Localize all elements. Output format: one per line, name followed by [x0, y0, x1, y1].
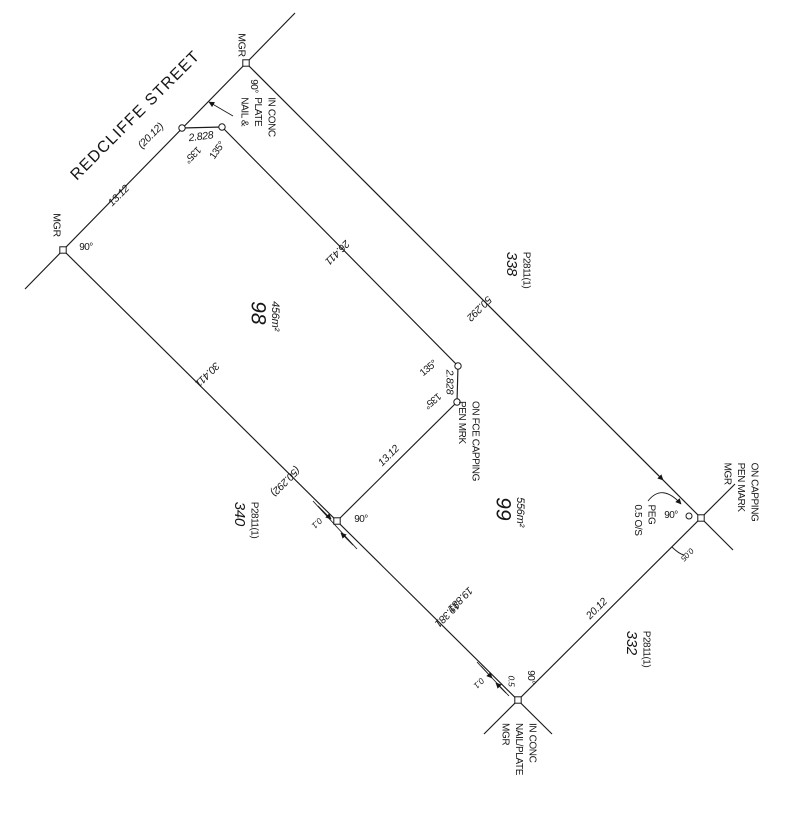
- offset-bottom-small: 0.5: [506, 675, 517, 687]
- east-corner-mark-line-2: PEN MARK: [734, 462, 746, 512]
- mark-circle-street-splay-a: [178, 124, 186, 132]
- mark-square-top-corner: [242, 59, 250, 67]
- adjoining-lot-338-plan: P2811(1): [520, 251, 532, 289]
- ne-boundary-line: [245, 62, 734, 551]
- mark-square-bottom-corner: [514, 696, 522, 704]
- adjoining-lot-332-number: 332: [622, 630, 640, 655]
- top-corner-mark-line-1: NAIL &: [238, 97, 250, 127]
- east-corner-mark-line-1: MGR: [721, 462, 733, 485]
- mid-corner-offset-arrow-1: [317, 505, 332, 520]
- lot-99-area: 556m²: [513, 497, 526, 527]
- adjoining-lot-340: 340 P2811(1): [231, 502, 260, 538]
- offset-peg-line-2: PEG: [645, 504, 657, 525]
- east-offset-leader: [671, 546, 685, 556]
- adjoining-lot-332: 332 P2811(1): [623, 631, 652, 667]
- lot-99-label: 99 556m²: [491, 497, 526, 527]
- ne-line-arrow: [651, 468, 664, 481]
- mgr-label-top-corner: MGR: [235, 33, 248, 57]
- offset-peg-leader-arrow: [647, 492, 682, 505]
- top-corner-mark-line-3: IN CONC: [265, 97, 277, 137]
- nail-plate-leader-arrow: [208, 101, 234, 117]
- mark-square-left-corner: [59, 246, 67, 254]
- angle-bottom-corner: 90°: [525, 670, 536, 684]
- angle-mid-corner: 90°: [354, 514, 368, 525]
- mgr-label-left-corner: MGR: [50, 213, 63, 237]
- dim-internal-splay: 2.828: [443, 369, 456, 395]
- lot-99-number: 99: [491, 497, 515, 521]
- bottom-corner-mark-description: MGR NAIL/PLATE IN CONC: [498, 723, 539, 775]
- mid-corner-fence-tick: [312, 500, 358, 550]
- se-boundary-line: [483, 483, 736, 735]
- mark-circle-mid-splay-c: [454, 362, 462, 370]
- mid-splay-mark-line-1: PEN MRK: [456, 401, 467, 444]
- sw-boundary-line: [62, 249, 553, 735]
- mark-circle-mid-splay-d: [453, 398, 461, 406]
- street-boundary-line: [24, 12, 296, 290]
- mid-splay-mark-description: PEN MRK ON FCE CAPPING: [455, 401, 482, 481]
- mark-square-east-corner: [697, 514, 705, 522]
- offset-peg-line-1: 0.5 O/S: [632, 504, 643, 536]
- bottom-corner-mark-line-1: MGR: [499, 723, 511, 746]
- mid-splay-mark-line-2: ON FCE CAPPING: [469, 401, 481, 481]
- angle-east-corner: 90°: [664, 510, 678, 521]
- mark-circle-street-splay-b: [218, 123, 226, 131]
- offset-peg-label: 0.5 O/S PEG: [631, 504, 658, 535]
- adjoining-lot-338-number: 338: [502, 251, 520, 276]
- lot-98-area: 456m²: [268, 301, 281, 331]
- lot-98-number: 98: [246, 301, 270, 325]
- bottom-corner-mark-line-3: IN CONC: [526, 723, 538, 763]
- east-corner-mark-description: MGR PEN MARK ON CAPPING: [720, 463, 761, 522]
- angle-top-corner: 90°: [248, 79, 259, 93]
- adjoining-lot-338: 338 P2811(1): [503, 252, 532, 288]
- mark-square-mid-corner: [333, 517, 341, 525]
- lot-98-label: 98 456m²: [246, 301, 281, 331]
- angle-left-corner: 90°: [79, 242, 93, 253]
- bottom-corner-offset-arrow-1: [480, 665, 493, 679]
- bottom-corner-mark-line-2: NAIL/PLATE: [512, 723, 524, 775]
- east-corner-mark-line-3: ON CAPPING: [748, 462, 760, 522]
- mark-circle-offset-peg: [685, 512, 693, 520]
- mid-corner-offset-arrow-2: [340, 532, 354, 546]
- adjoining-lot-340-plan: P2811(1): [248, 501, 260, 539]
- adjoining-lot-340-number: 340: [230, 501, 248, 526]
- top-corner-mark-description: NAIL & PLATE IN CONC: [237, 97, 278, 136]
- adjoining-lot-332-plan: P2811(1): [640, 630, 652, 668]
- bottom-corner-offset-arrow-2: [495, 682, 507, 694]
- top-corner-mark-line-2: PLATE: [251, 97, 263, 127]
- internal-boundary-line: [181, 126, 459, 522]
